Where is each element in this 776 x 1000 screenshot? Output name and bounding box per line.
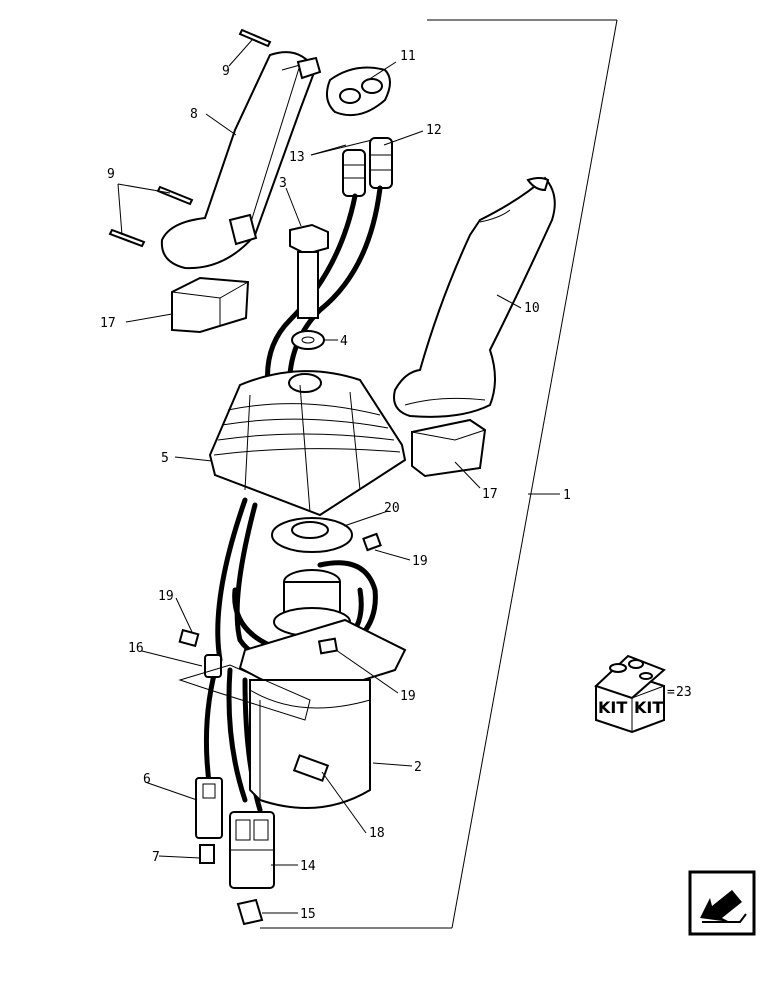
connector-large [229, 811, 275, 889]
cable-strap [178, 664, 330, 782]
cap-block-lower [411, 418, 487, 478]
callout-15: 15 [300, 907, 316, 922]
cap-block-upper [171, 276, 250, 334]
rubber-boot [208, 370, 407, 517]
button-cables [265, 185, 383, 403]
back-arrow-icon[interactable] [688, 870, 756, 936]
kit-box-icon: KIT KIT [594, 654, 666, 734]
callout-9-left: 9 [107, 167, 115, 182]
callout-9-top: 9 [222, 64, 230, 79]
kit-word-left: KIT [598, 698, 627, 717]
callout-16: 16 [128, 641, 144, 656]
connector-small [195, 777, 223, 839]
handle-grip [393, 176, 556, 418]
callout-12: 12 [426, 123, 442, 138]
cable-tie-left [178, 628, 200, 648]
callout-19-left: 19 [158, 589, 174, 604]
bolt [289, 223, 329, 319]
button-plate [325, 66, 391, 116]
callout-1: 1 [563, 488, 571, 503]
callout-10: 10 [524, 301, 540, 316]
callout-11: 11 [400, 49, 416, 64]
kit-equals: = [667, 685, 675, 700]
cable-tie-front [317, 637, 339, 655]
pin-lower [108, 228, 146, 248]
kit-number: 23 [676, 685, 692, 700]
callouts: 9 11 8 12 13 9 3 10 17 4 5 17 1 20 19 19… [100, 49, 571, 922]
clip [204, 654, 222, 678]
callout-19-right: 19 [412, 554, 428, 569]
callout-20: 20 [384, 501, 400, 516]
callout-19-lower: 19 [400, 689, 416, 704]
lever-arm [160, 51, 322, 270]
joystick-body [238, 569, 407, 809]
push-button-left [342, 149, 366, 197]
callout-6: 6 [143, 772, 151, 787]
callout-17-lower: 17 [482, 487, 498, 502]
kit-word-right: KIT [634, 698, 663, 717]
pin-middle [156, 185, 194, 206]
terminal-small [199, 844, 215, 864]
callout-17-upper: 17 [100, 316, 116, 331]
callout-7: 7 [152, 850, 160, 865]
leader-lines [117, 39, 560, 914]
callout-14: 14 [300, 859, 316, 874]
assembly-bracket [260, 19, 618, 929]
callout-18: 18 [369, 826, 385, 841]
callout-2: 2 [414, 760, 422, 775]
cable-tie-right [362, 532, 382, 552]
callout-3: 3 [279, 176, 287, 191]
callout-4: 4 [340, 334, 348, 349]
callout-13: 13 [289, 150, 305, 165]
terminal-large [236, 898, 264, 926]
washer [271, 517, 353, 553]
callout-5: 5 [161, 451, 169, 466]
push-button-right [369, 137, 393, 189]
callout-8: 8 [190, 107, 198, 122]
pin-upper [238, 28, 272, 48]
nut [291, 330, 325, 350]
